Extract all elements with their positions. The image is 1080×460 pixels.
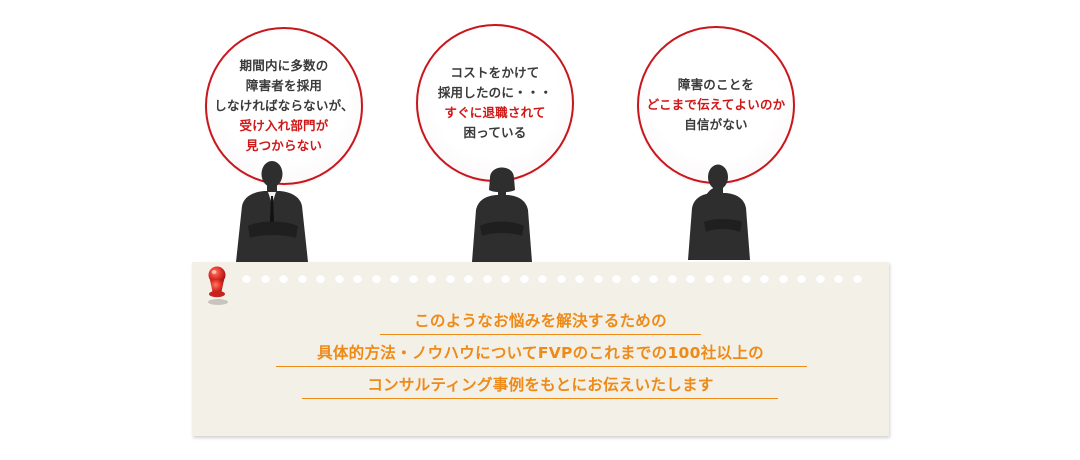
binder-hole (260, 274, 270, 283)
bubble-3-line-3: 自信がない (684, 117, 748, 132)
bubble-1-line-3: しなければならないが、 (214, 98, 354, 113)
binder-hole (427, 274, 436, 283)
binder-hole (667, 274, 677, 283)
binder-holes (242, 274, 869, 284)
binder-hole (279, 274, 288, 283)
note-message: このようなお悩みを解決するための 具体的方法・ノウハウについてFVPのこれまでの… (192, 310, 889, 406)
binder-hole (390, 274, 399, 283)
note-underline-2 (276, 366, 807, 367)
binder-hole (723, 274, 732, 283)
note-line-3: コンサルティング事例をもとにお伝えいたします (367, 376, 714, 394)
binder-hole (501, 274, 510, 283)
bubble-1-line-1: 期間内に多数の (239, 58, 329, 73)
bubble-2-line-4: 困っている (463, 125, 527, 140)
bubble-1-line-5: 見つからない (245, 138, 323, 153)
binder-hole (316, 274, 325, 283)
bubble-1-line-2: 障害者を採用 (245, 78, 323, 93)
binder-hole (297, 274, 307, 283)
bubble-3-line-2: どこまで伝えてよいのか (646, 97, 786, 112)
binder-hole (353, 274, 362, 283)
note-paper: このようなお悩みを解決するための 具体的方法・ノウハウについてFVPのこれまでの… (192, 262, 889, 436)
binder-hole (649, 274, 658, 283)
binder-hole (593, 274, 603, 283)
thinking-man-silhouette-icon (688, 164, 750, 260)
binder-hole (519, 274, 529, 283)
thought-bubble-1: 期間内に多数の 障害者を採用 しなければならないが、 受け入れ部門が 見つからな… (205, 27, 363, 185)
binder-hole (760, 274, 769, 283)
binder-hole (482, 274, 492, 283)
binder-hole (538, 274, 547, 283)
push-pin-icon (208, 266, 228, 305)
binder-hole (408, 274, 418, 283)
binder-hole (575, 274, 584, 283)
binder-hole (704, 274, 714, 283)
binder-hole (445, 274, 455, 283)
note-underline-3 (302, 398, 778, 399)
bubble-1-line-4: 受け入れ部門が (239, 118, 329, 133)
binder-hole (242, 274, 251, 283)
thought-bubble-2: コストをかけて 採用したのに・・・ すぐに退職されて 困っている (416, 24, 574, 182)
binder-hole (464, 274, 473, 283)
note-line-2: 具体的方法・ノウハウについてFVPのこれまでの100社以上の (317, 344, 764, 362)
bubble-2-line-1: コストをかけて (450, 65, 540, 80)
binder-hole (834, 274, 843, 283)
bubble-2-line-2: 採用したのに・・・ (437, 85, 553, 100)
binder-hole (371, 274, 381, 283)
binder-hole (815, 274, 825, 283)
binder-hole (797, 274, 806, 283)
binder-hole (778, 274, 788, 283)
binder-hole (334, 274, 344, 283)
binder-hole (686, 274, 695, 283)
note-underline-1 (380, 334, 701, 335)
bubble-3-line-1: 障害のことを (677, 77, 755, 92)
businessman-silhouette-icon (236, 161, 308, 262)
bubble-2-line-3: すぐに退職されて (444, 105, 546, 120)
binder-hole (612, 274, 621, 283)
binder-hole (630, 274, 640, 283)
binder-hole (741, 274, 751, 283)
binder-hole (556, 274, 566, 283)
thought-bubble-3: 障害のことを どこまで伝えてよいのか 自信がない (637, 26, 795, 184)
woman-silhouette-icon (472, 167, 532, 262)
binder-hole (852, 274, 862, 283)
note-line-1: このようなお悩みを解決するための (414, 312, 667, 330)
